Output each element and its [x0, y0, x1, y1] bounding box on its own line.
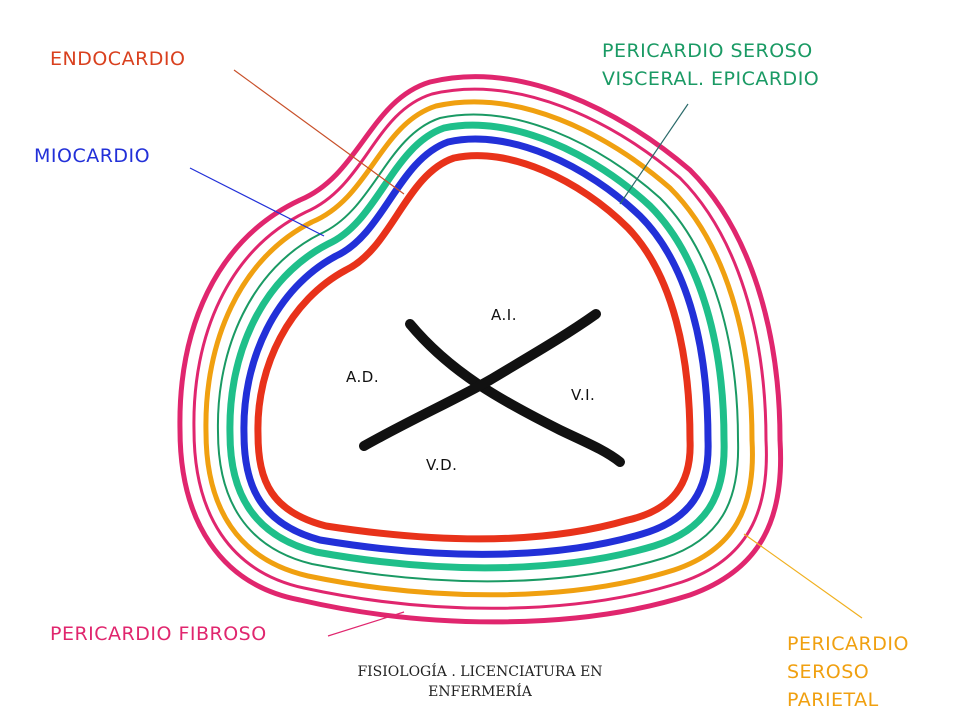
endocardio-leader-line [233, 69, 405, 195]
epicardio-leader-line [619, 103, 689, 205]
endocardio-layer [254, 152, 694, 543]
miocardio-layer [240, 135, 712, 558]
fibroso-label: PERICARDIO FIBROSO [50, 623, 267, 645]
miocardio-leader-line [189, 167, 325, 237]
chamber-label-vd: V.D. [426, 456, 458, 474]
septum-stroke-1 [405, 319, 625, 467]
septum-stroke-2 [359, 309, 601, 451]
parietal-leader-line [743, 533, 863, 619]
parietal-label: PERICARDIO SEROSO PARIETAL [787, 633, 909, 711]
fibroso-leader-line [327, 611, 405, 637]
miocardio-label: MIOCARDIO [34, 145, 151, 167]
epicardio-outer-layer [216, 113, 740, 583]
epicardio-layer [226, 121, 728, 572]
chamber-label-ad: A.D. [346, 368, 380, 386]
chamber-label-vi: V.I. [571, 386, 596, 404]
endocardio-label: ENDOCARDIO [50, 48, 186, 70]
pericardio-seroso-parietal-layer [203, 99, 755, 598]
pericardio-fibroso-inner-layer [192, 87, 768, 610]
footer-text: FISIOLOGÍA . LICENCIATURA EN ENFERMERÍA [357, 664, 603, 700]
epicardio-label: PERICARDIO SEROSO VISCERAL. EPICARDIO [602, 40, 820, 90]
chamber-label-ai: A.I. [491, 306, 517, 324]
pericardio-fibroso-outer-layer [177, 74, 784, 625]
